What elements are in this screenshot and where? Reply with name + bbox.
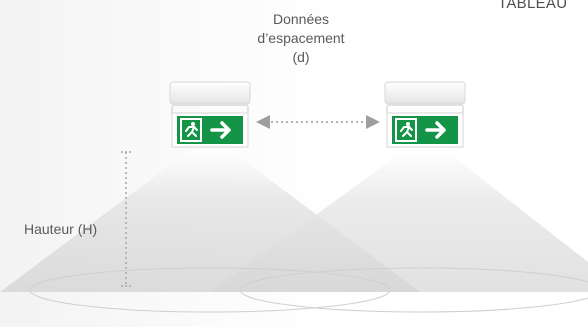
running-man-icon <box>180 118 202 142</box>
spacing-dimension-arrow <box>256 115 380 129</box>
running-man-icon <box>395 118 417 142</box>
corner-title: TABLEAU <box>498 0 568 12</box>
emergency-light-right <box>384 81 466 148</box>
height-dimension-line <box>121 151 131 287</box>
spacing-label-line-1: Données <box>272 11 330 27</box>
height-label: Hauteur (H) <box>24 221 98 237</box>
arrowhead-right-icon <box>366 115 380 129</box>
arrow-right-icon <box>423 120 453 140</box>
arrow-right-icon <box>208 120 238 140</box>
spacing-label: Données d’espacement (d) <box>236 10 366 67</box>
arrowhead-left-icon <box>256 115 270 129</box>
floor-ellipse-right <box>239 267 588 313</box>
spacing-label-line-2: d’espacement <box>257 30 345 46</box>
emergency-light-left <box>169 81 251 148</box>
spacing-label-line-3: (d) <box>292 49 310 65</box>
light-cone-right <box>210 150 588 292</box>
floor-ellipse-left <box>29 267 391 313</box>
